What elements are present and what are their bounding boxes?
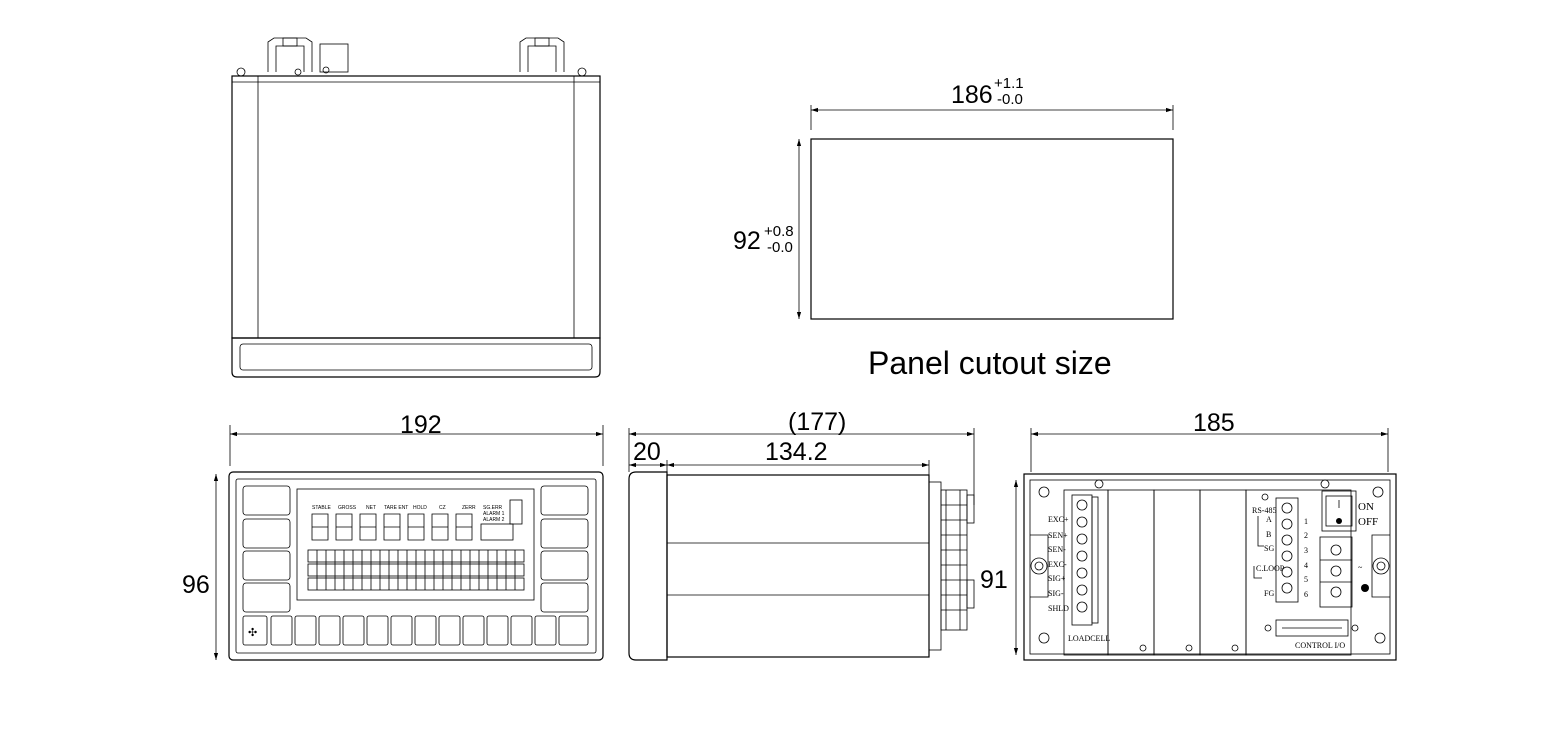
front-height-value: 96	[182, 571, 210, 599]
svg-text:EXC+: EXC+	[1048, 515, 1069, 524]
move-arrows-icon: ✣	[248, 627, 257, 639]
svg-text:ALARM 2: ALARM 2	[483, 517, 505, 523]
lcd-window	[296, 488, 535, 601]
svg-text:5: 5	[1304, 575, 1308, 584]
side-bezel-value: 20	[633, 438, 661, 466]
svg-text:SHLD: SHLD	[1048, 604, 1069, 613]
svg-text:B: B	[1266, 530, 1271, 539]
svg-text:4: 4	[1304, 561, 1308, 570]
svg-text:SIG-: SIG-	[1048, 589, 1064, 598]
cutout-width-tol-minus: -0.0	[997, 91, 1023, 108]
side-overall-value: (177)	[788, 408, 846, 436]
cutout-height-value: 92	[733, 227, 761, 255]
svg-text:SG: SG	[1264, 544, 1274, 553]
cutout-caption: Panel cutout size	[868, 345, 1112, 381]
svg-text:SEN+: SEN+	[1048, 531, 1068, 540]
power-terminal-block: ~	[1319, 536, 1369, 608]
svg-text:HOLD: HOLD	[413, 505, 427, 511]
bottom-key-row: ✣	[242, 615, 589, 646]
cutout-width-tol-plus: +1.1	[994, 75, 1024, 92]
svg-text:CZ: CZ	[439, 505, 446, 511]
svg-text:~: ~	[1358, 563, 1363, 572]
control-io-connector: CONTROL I/O	[1264, 619, 1359, 650]
svg-text:TARE ENT: TARE ENT	[384, 505, 408, 511]
svg-text:1: 1	[1304, 517, 1308, 526]
svg-text:STABLE: STABLE	[312, 505, 331, 511]
side-body-value: 134.2	[765, 438, 828, 466]
svg-text:SEN-: SEN-	[1048, 545, 1066, 554]
rear-view: 185 91	[980, 409, 1397, 661]
rear-panel	[1023, 473, 1397, 661]
front-bezel	[228, 471, 604, 661]
front-width-value: 192	[400, 411, 442, 439]
lcd-dot-matrix	[307, 549, 525, 591]
power-switch: ON OFF	[1321, 490, 1378, 532]
svg-text:GROSS: GROSS	[338, 505, 357, 511]
svg-text:ALARM 1: ALARM 1	[483, 511, 505, 517]
svg-text:RS-485: RS-485	[1252, 506, 1276, 515]
svg-text:FG: FG	[1264, 589, 1274, 598]
cutout-height-tol-plus: +0.8	[764, 223, 794, 240]
switch-on-label: ON	[1358, 501, 1374, 513]
lcd-annunciators: STABLE GROSS NET TARE ENT HOLD CZ ZERR S…	[312, 505, 505, 523]
svg-text:EXC-: EXC-	[1048, 560, 1067, 569]
svg-text:A: A	[1266, 515, 1272, 524]
rear-height-value: 91	[980, 566, 1008, 594]
cutout-rectangle	[810, 138, 1174, 320]
svg-text:2: 2	[1304, 531, 1308, 540]
cutout-width-value: 186	[951, 81, 993, 109]
loadcell-terminal-block: EXC+ SEN+ SEN- EXC- SIG+ SIG- SHLD LOADC…	[1048, 494, 1110, 643]
lcd-seven-segment-digits	[311, 499, 523, 541]
top-view	[231, 37, 601, 378]
svg-text:6: 6	[1304, 590, 1308, 599]
cutout-height-tol-minus: -0.0	[767, 239, 793, 256]
svg-text:ZERR: ZERR	[462, 505, 476, 511]
panel-cutout-view: 186 +1.1 -0.0 92 +0.8 -0.0 Panel cutout …	[733, 75, 1174, 381]
front-view: 192 96 STABLE GROSS NET TARE ENT HOLD CZ…	[182, 411, 604, 661]
rear-width-value: 185	[1193, 409, 1235, 437]
svg-text:NET: NET	[366, 505, 376, 511]
svg-text:C.LOOP: C.LOOP	[1256, 564, 1285, 573]
svg-text:SG.ERR: SG.ERR	[483, 505, 503, 511]
svg-text:3: 3	[1304, 546, 1308, 555]
loadcell-label: LOADCELL	[1068, 634, 1110, 643]
serial-terminal-block: RS-485 A B SG C.LOOP FG 1 2 3 4 5 6	[1252, 497, 1308, 603]
svg-text:SIG+: SIG+	[1048, 574, 1066, 583]
side-view: (177) 20 134.2	[628, 408, 975, 661]
switch-off-label: OFF	[1358, 516, 1378, 528]
control-io-label: CONTROL I/O	[1295, 641, 1345, 650]
